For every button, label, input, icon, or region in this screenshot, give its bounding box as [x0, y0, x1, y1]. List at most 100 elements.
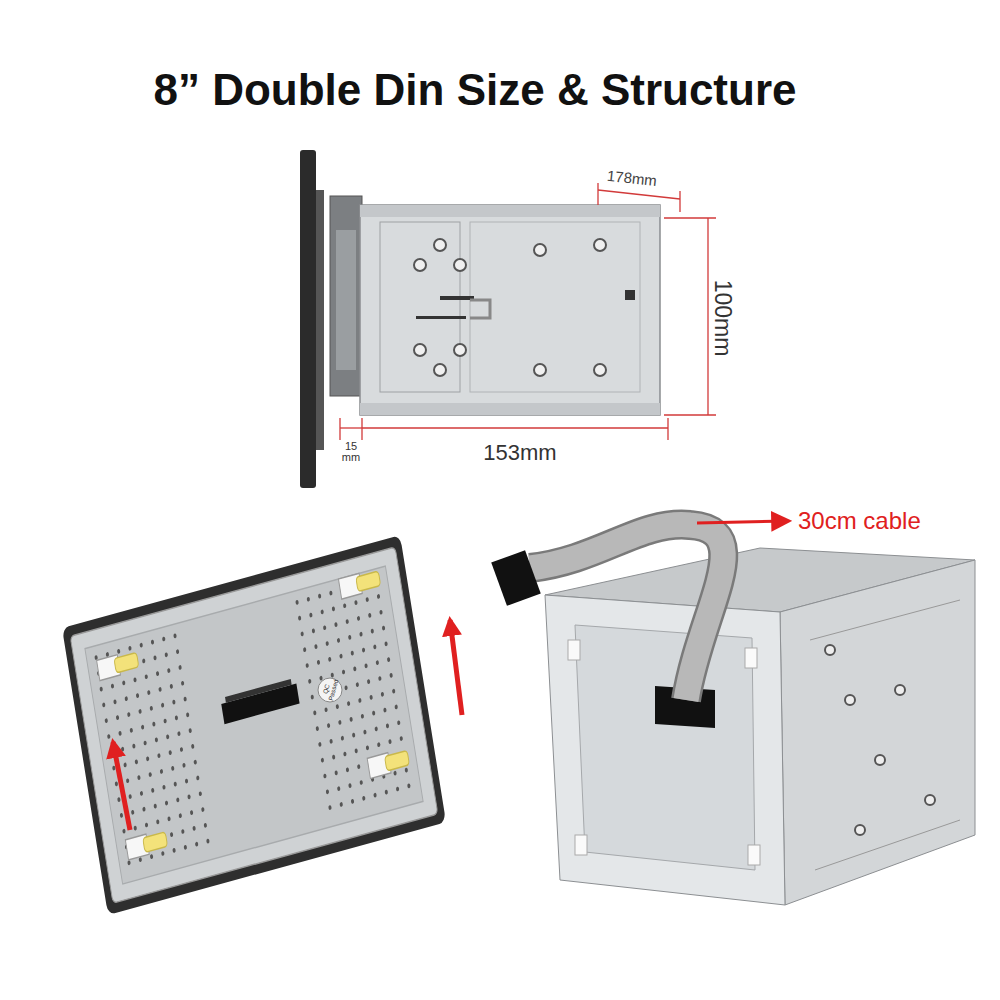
vent-holes-part	[373, 792, 377, 797]
side-view-unit-part	[470, 300, 490, 318]
vent-holes-part	[367, 679, 371, 684]
vent-holes-part	[172, 699, 176, 704]
vent-holes-part	[198, 791, 202, 796]
sticker-text: QC Passed	[321, 679, 339, 702]
vent-holes-part	[117, 797, 121, 802]
vent-holes-part	[177, 731, 181, 736]
vent-holes-part	[152, 721, 156, 726]
vent-holes-part	[117, 649, 121, 654]
vent-holes-part	[318, 593, 322, 598]
vent-holes-part	[332, 606, 336, 611]
vent-holes-part	[131, 810, 135, 815]
side-view-unit-part	[625, 290, 635, 300]
vent-holes-part	[172, 848, 176, 853]
vent-holes-part	[353, 666, 357, 671]
vent-holes-part	[111, 683, 115, 688]
vent-holes-part	[204, 823, 208, 828]
side-view-unit-part	[380, 222, 460, 392]
vent-holes-part	[368, 613, 372, 618]
dimension-lines-part	[679, 191, 680, 212]
vent-holes-part	[373, 644, 377, 649]
vent-holes-part	[176, 797, 180, 802]
vent-holes-part	[344, 685, 348, 690]
vent-holes-part	[195, 841, 199, 846]
vent-holes-part	[300, 631, 304, 636]
side-view-unit-part	[316, 190, 324, 450]
side-view-unit-part	[360, 205, 660, 217]
vent-holes-part	[123, 762, 127, 767]
vent-holes-part	[192, 826, 196, 831]
side-view-unit-part	[336, 230, 356, 370]
vent-holes-part	[348, 783, 352, 788]
vent-holes-part	[345, 619, 349, 624]
vent-holes-part	[191, 744, 195, 749]
vent-holes-part	[122, 680, 126, 685]
vent-holes-part	[384, 789, 388, 794]
dimension-lines-part	[597, 183, 598, 205]
vent-holes-part	[128, 646, 132, 651]
vent-holes-part	[330, 672, 334, 677]
vent-holes-part	[310, 694, 314, 699]
vent-holes-part	[146, 756, 150, 761]
vent-holes-part	[372, 710, 376, 715]
vent-holes-part	[384, 641, 388, 646]
screen-back-panel-part	[62, 535, 446, 915]
dimension-label: 100mm	[709, 280, 736, 357]
vent-holes-part	[145, 822, 149, 827]
dimension-lines-part	[340, 427, 362, 428]
vent-holes-part	[178, 813, 182, 818]
vent-holes-part	[150, 854, 154, 859]
mounting-holes	[825, 645, 935, 835]
vent-holes-part	[315, 726, 319, 731]
vent-holes-part	[184, 845, 188, 850]
vent-holes-part	[201, 807, 205, 812]
vent-holes-part	[116, 715, 120, 720]
vent-holes-part	[139, 642, 143, 647]
dimension-lines-part	[707, 218, 708, 415]
vent-holes-part	[382, 625, 386, 630]
chassis-box-part	[575, 625, 755, 870]
dimension-label: 153mm	[483, 440, 556, 466]
vent-holes-part	[314, 644, 318, 649]
vent-holes-part	[183, 696, 187, 701]
vent-holes-part	[142, 807, 146, 812]
vent-holes-part	[151, 788, 155, 793]
vent-holes-part	[176, 649, 180, 654]
vent-holes-part	[381, 692, 385, 697]
dimension-lines-part	[664, 217, 716, 218]
vent-holes-part	[148, 772, 152, 777]
vent-holes-part	[329, 590, 333, 595]
mounting-holes-part	[855, 825, 865, 835]
vent-holes-part	[138, 709, 142, 714]
vent-holes-part	[126, 778, 130, 783]
vent-holes-part	[151, 639, 155, 644]
mount-clips-part-part	[114, 652, 139, 673]
vent-holes-part	[147, 690, 151, 695]
vent-holes-part	[369, 695, 373, 700]
ribbon-cable-part	[491, 550, 541, 606]
red-arrows	[113, 620, 462, 830]
dimension-lines-part	[664, 414, 716, 415]
vent-holes-part	[185, 778, 189, 783]
vent-holes-part	[338, 720, 342, 725]
vent-holes-part	[387, 657, 391, 662]
vent-holes-part	[318, 742, 322, 747]
vent-holes-part	[352, 732, 356, 737]
dimension-label: 178mm	[606, 167, 658, 189]
vent-holes-part	[113, 699, 117, 704]
vent-holes-part	[328, 805, 332, 810]
dimension-lines-part	[361, 418, 362, 440]
vent-holes-part	[160, 769, 164, 774]
vent-holes-part	[319, 675, 323, 680]
mount-clips-part	[367, 748, 410, 779]
vent-holes-part	[326, 789, 330, 794]
qc-sticker	[318, 678, 342, 702]
vent-holes-part	[175, 715, 179, 720]
vent-holes-part	[357, 616, 361, 621]
chassis-box-part	[748, 845, 760, 865]
vent-holes-part	[337, 638, 341, 643]
vent-holes-part	[121, 746, 125, 751]
vent-holes-part	[295, 600, 299, 605]
vent-holes-part	[137, 775, 141, 780]
vent-holes-part	[99, 686, 103, 691]
